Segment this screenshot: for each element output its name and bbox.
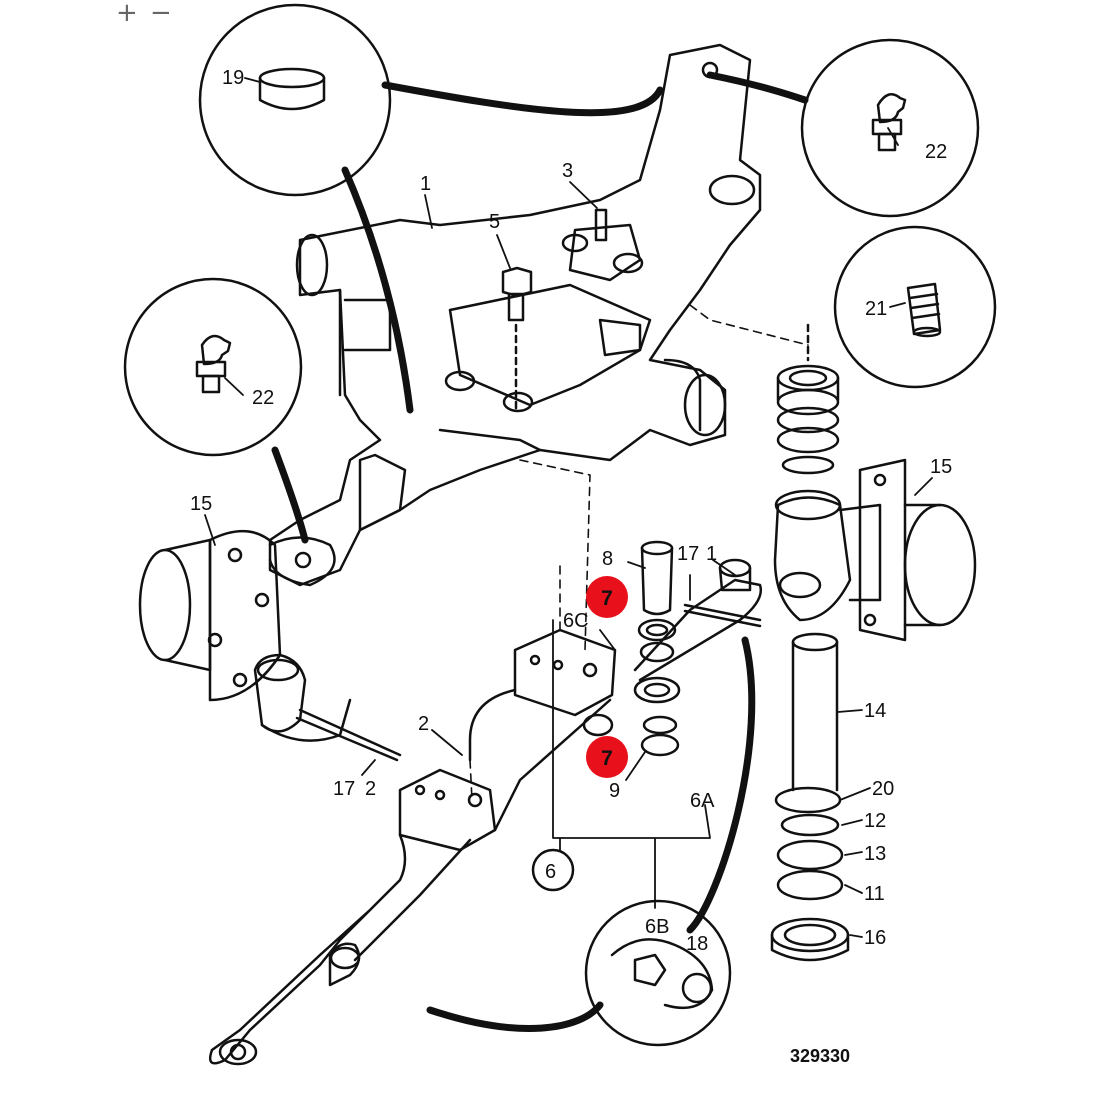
pin-3 <box>594 208 608 242</box>
hub-right-15 <box>858 458 977 642</box>
detail-circle-21 <box>833 225 997 389</box>
centre-lines <box>469 304 809 801</box>
svg-text:7: 7 <box>601 587 613 610</box>
callout-18: 18 <box>686 933 708 955</box>
callout-17-mid: 17 <box>677 543 699 565</box>
knuckle-left <box>253 653 402 762</box>
callout-12: 12 <box>864 810 886 832</box>
callout-1-mid: 1 <box>706 543 717 565</box>
svg-text:7: 7 <box>601 747 613 770</box>
king-pin-14 <box>791 632 839 792</box>
bushes-7-9 <box>633 618 681 757</box>
pin-8 <box>640 540 674 616</box>
callout-22-right: 22 <box>925 141 947 163</box>
callout-5: 5 <box>489 211 500 233</box>
lower-beam <box>208 628 617 1066</box>
callout-1-top: 1 <box>420 173 431 195</box>
highlight-marker-7-bottom[interactable]: 7 <box>586 736 628 778</box>
leader-lines <box>204 77 933 938</box>
steering-arm-1 <box>633 558 763 682</box>
callout-9: 9 <box>609 780 620 802</box>
callout-6A: 6A <box>690 790 715 812</box>
callout-16: 16 <box>864 927 886 949</box>
callout-8: 8 <box>602 548 613 570</box>
detail-circle-19 <box>198 3 392 197</box>
zoom-out-button[interactable]: − <box>150 0 172 28</box>
highlight-marker-7-top[interactable]: 7 <box>586 576 628 618</box>
callout-2-mid: 2 <box>418 713 429 735</box>
callout-6C: 6C <box>563 610 589 632</box>
callout-15-right: 15 <box>930 456 952 478</box>
detail-circle-6B <box>584 899 732 1047</box>
knuckle-right <box>773 489 882 622</box>
callout-22-left: 22 <box>252 387 274 409</box>
callout-13: 13 <box>864 843 886 865</box>
bolt-5 <box>501 266 533 412</box>
callout-11: 11 <box>864 883 885 905</box>
callout-17-low: 17 <box>333 778 355 800</box>
detail-leader-arcs <box>271 71 809 1032</box>
callout-15-left: 15 <box>190 493 212 515</box>
detail-circle-22-right <box>800 38 980 218</box>
callout-3: 3 <box>562 160 573 182</box>
zoom-in-button[interactable]: + <box>116 0 138 28</box>
callout-14: 14 <box>864 700 886 722</box>
callout-2-low: 2 <box>365 778 376 800</box>
axle-beam <box>268 43 762 587</box>
seal-stack-bottom <box>770 786 850 962</box>
callout-19: 19 <box>222 67 244 89</box>
callout-20: 20 <box>872 778 894 800</box>
callout-6B: 6B <box>645 916 669 938</box>
callout-6-circle <box>531 848 575 892</box>
callout-6: 6 <box>545 861 556 883</box>
seal-stack-top <box>776 323 840 475</box>
drawing-number: 329330 <box>790 1046 850 1066</box>
callout-21: 21 <box>865 298 887 320</box>
detail-circle-22-left <box>123 277 303 457</box>
